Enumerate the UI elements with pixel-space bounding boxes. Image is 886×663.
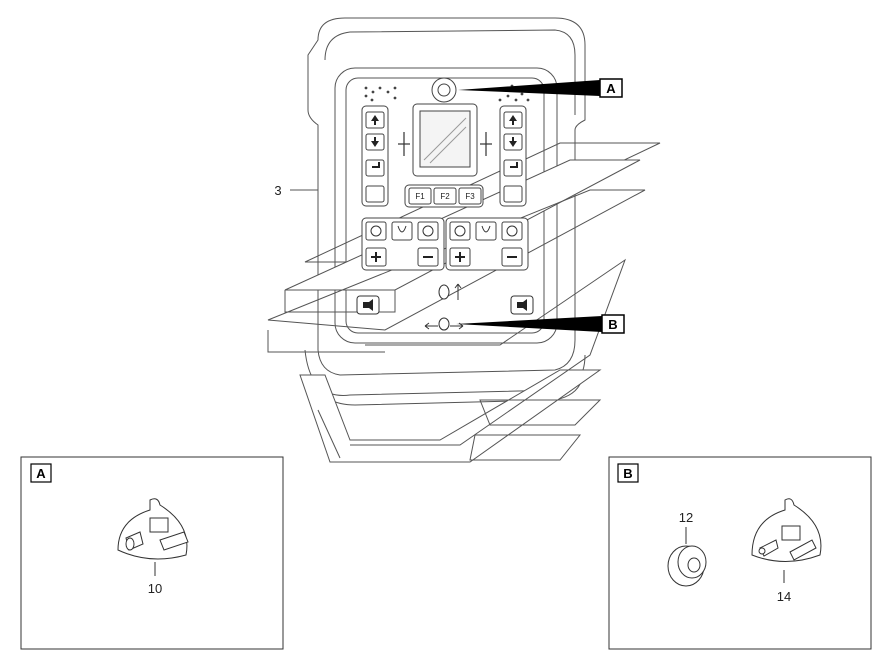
function-key-bar: F1 F2 F3	[404, 184, 484, 208]
left-key-column	[361, 105, 389, 207]
display-screen	[412, 103, 478, 177]
kit-a-bag	[117, 498, 189, 576]
f1-label: F1	[415, 192, 425, 201]
detail-a-frame: A	[20, 456, 284, 650]
top-knob	[431, 77, 457, 103]
part-number-10: 10	[148, 581, 162, 596]
horn-button-left	[356, 295, 380, 315]
plus-minus-icons	[371, 252, 517, 262]
horn-button-right	[510, 295, 534, 315]
detail-b-frame: B	[608, 456, 872, 650]
callout-a-label: A	[606, 81, 616, 96]
display-side-indicators	[398, 132, 492, 156]
leader-part-3: 3	[274, 183, 318, 198]
rotary-icons	[370, 225, 518, 237]
right-key-column	[499, 105, 527, 207]
f2-label: F2	[440, 192, 450, 201]
callout-a-pointer: A	[458, 78, 623, 98]
f3-key	[458, 187, 482, 205]
detail-a-tag: A	[36, 466, 46, 481]
callout-b-pointer: B	[456, 314, 625, 334]
detail-b-tag: B	[623, 466, 632, 481]
f3-label: F3	[465, 192, 475, 201]
callout-b-label: B	[608, 317, 617, 332]
kit-b-bag	[751, 498, 822, 583]
part-number-14: 14	[777, 589, 791, 604]
knob-part	[667, 527, 707, 587]
speaker-grille-right	[498, 84, 530, 102]
f1-key	[408, 187, 432, 205]
speaker-grille-left	[364, 86, 397, 102]
joystick	[424, 283, 464, 331]
part-number-3: 3	[274, 183, 281, 198]
f2-key	[433, 187, 457, 205]
part-number-12: 12	[679, 510, 693, 525]
arrow-icons	[371, 115, 518, 168]
